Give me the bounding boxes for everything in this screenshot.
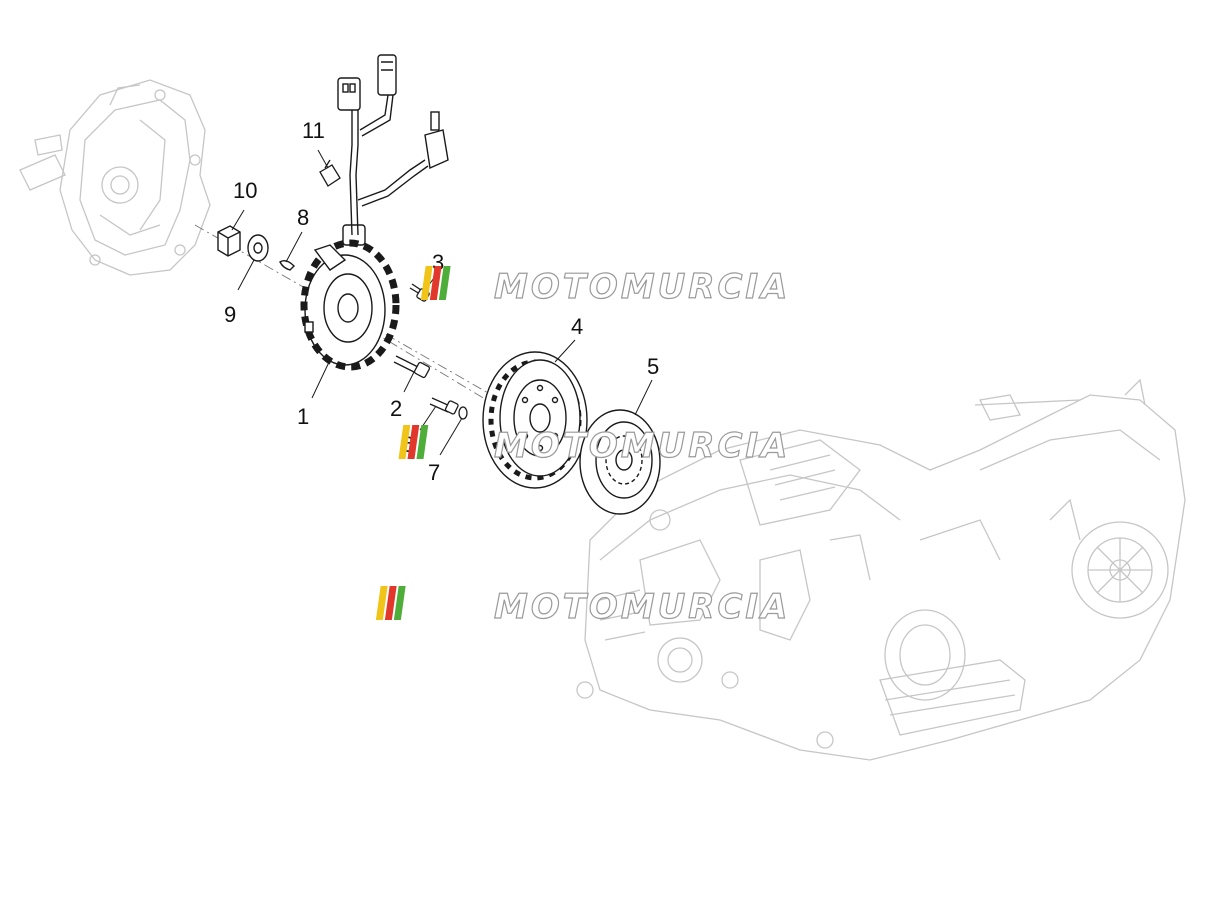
watermark-stripe <box>420 266 433 300</box>
callout-5: 5 <box>647 354 659 379</box>
bolt-6 <box>429 397 459 415</box>
flywheel <box>482 351 588 489</box>
screw-2 <box>393 355 431 379</box>
watermark-stripe <box>398 425 411 459</box>
engine-assembly-background <box>576 378 1186 761</box>
watermark-bottom: MOTOMURCIA <box>375 586 790 628</box>
watermark-stripe <box>438 266 451 300</box>
watermark-text: MOTOMURCIA <box>494 426 790 466</box>
watermark-stripe <box>429 266 442 300</box>
callout-11: 11 <box>302 118 325 143</box>
watermark-text: MOTOMURCIA <box>494 587 790 627</box>
watermark-middle: MOTOMURCIA <box>398 425 790 467</box>
cable-clamp <box>319 159 341 187</box>
woodruff-key <box>279 259 295 271</box>
callout-8: 8 <box>297 205 309 230</box>
callout-10: 10 <box>233 178 257 203</box>
callout-2: 2 <box>390 396 402 421</box>
watermark-stripe <box>393 586 406 620</box>
nut <box>217 225 241 257</box>
wiring-harness <box>337 54 449 246</box>
callout-9: 9 <box>224 302 236 327</box>
callout-1: 1 <box>297 404 309 429</box>
callout-7: 7 <box>428 460 440 485</box>
washer <box>247 234 269 262</box>
watermark-stripe <box>407 425 420 459</box>
watermark-stripe <box>416 425 429 459</box>
watermark-stripe <box>384 586 397 620</box>
stator <box>300 239 400 371</box>
starter-clutch <box>579 409 661 515</box>
crankcase-cover-background <box>19 79 211 276</box>
callout-4: 4 <box>571 314 583 339</box>
watermark-stripe <box>375 586 388 620</box>
watermark-text: MOTOMURCIA <box>494 267 790 307</box>
small-washer-7 <box>458 406 468 420</box>
watermark-top: MOTOMURCIA <box>420 266 790 308</box>
